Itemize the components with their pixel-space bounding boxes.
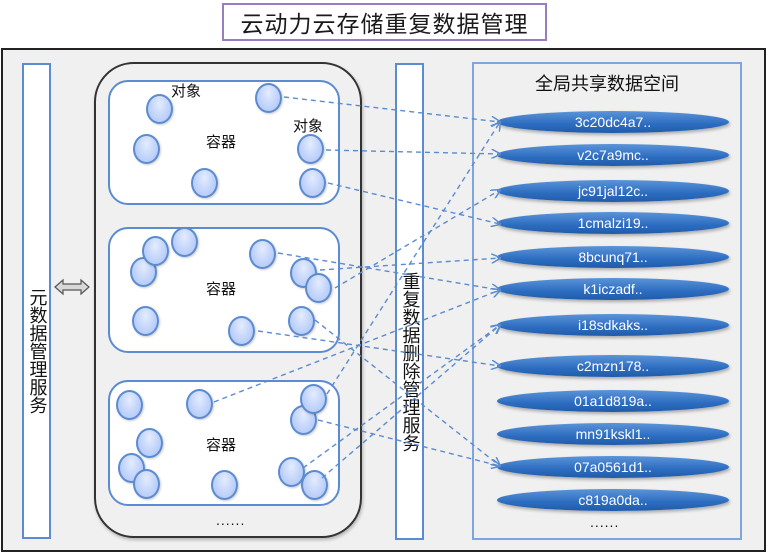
object-node — [133, 469, 160, 499]
more-containers: ...... — [216, 512, 246, 528]
object-node — [116, 390, 143, 420]
object-node — [228, 316, 255, 346]
global-space-title: 全局共享数据空间 — [535, 74, 679, 95]
object-label: 对象 — [293, 117, 324, 135]
object-node — [146, 94, 173, 124]
object-node — [191, 168, 218, 198]
object-node — [211, 470, 238, 500]
object-node — [186, 389, 213, 419]
container-label: 容器 — [206, 436, 237, 454]
dedup-service-panel: 重复数据删除管理服务 — [395, 63, 424, 540]
hash-chunk: i18sdkaks.. — [497, 314, 729, 336]
hash-chunk: c2mzn178.. — [497, 355, 729, 377]
double-arrow-icon — [54, 278, 90, 296]
diagram-title: 云动力云存储重复数据管理 — [222, 3, 547, 41]
hash-chunk: jc91jal12c.. — [497, 180, 729, 202]
metadata-service-panel: 元数据管理服务 — [22, 63, 51, 539]
hash-chunk: k1iczadf.. — [497, 278, 729, 300]
hash-chunk: 07a0561d1.. — [497, 456, 729, 478]
hash-chunk: 1cmalzi19.. — [497, 212, 729, 234]
more-hashes: ...... — [590, 514, 620, 530]
object-node — [142, 236, 169, 266]
container-label: 容器 — [206, 133, 237, 151]
object-node — [133, 134, 160, 164]
metadata-service-label: 元数据管理服务 — [26, 288, 48, 414]
object-node — [305, 273, 332, 303]
hash-chunk: v2c7a9mc.. — [497, 144, 729, 166]
hash-chunk: mn91kskl1.. — [497, 423, 729, 445]
hash-chunk: 8bcunq71.. — [497, 246, 729, 268]
hash-chunk: c819a0da.. — [497, 489, 729, 511]
object-node — [299, 168, 326, 198]
object-node — [136, 428, 163, 458]
object-label: 对象 — [171, 82, 202, 100]
container-label: 容器 — [206, 280, 237, 298]
object-node — [171, 227, 198, 257]
object-node — [300, 384, 327, 414]
object-node — [249, 239, 276, 269]
object-node — [288, 306, 315, 336]
object-node — [301, 470, 328, 500]
object-node — [132, 306, 159, 336]
dedup-service-label: 重复数据删除管理服务 — [399, 271, 421, 452]
hash-chunk: 3c20dc4a7.. — [497, 111, 729, 133]
object-node — [297, 134, 324, 164]
object-node — [255, 83, 282, 113]
hash-chunk: 01a1d819a.. — [497, 390, 729, 412]
object-node — [278, 457, 305, 487]
